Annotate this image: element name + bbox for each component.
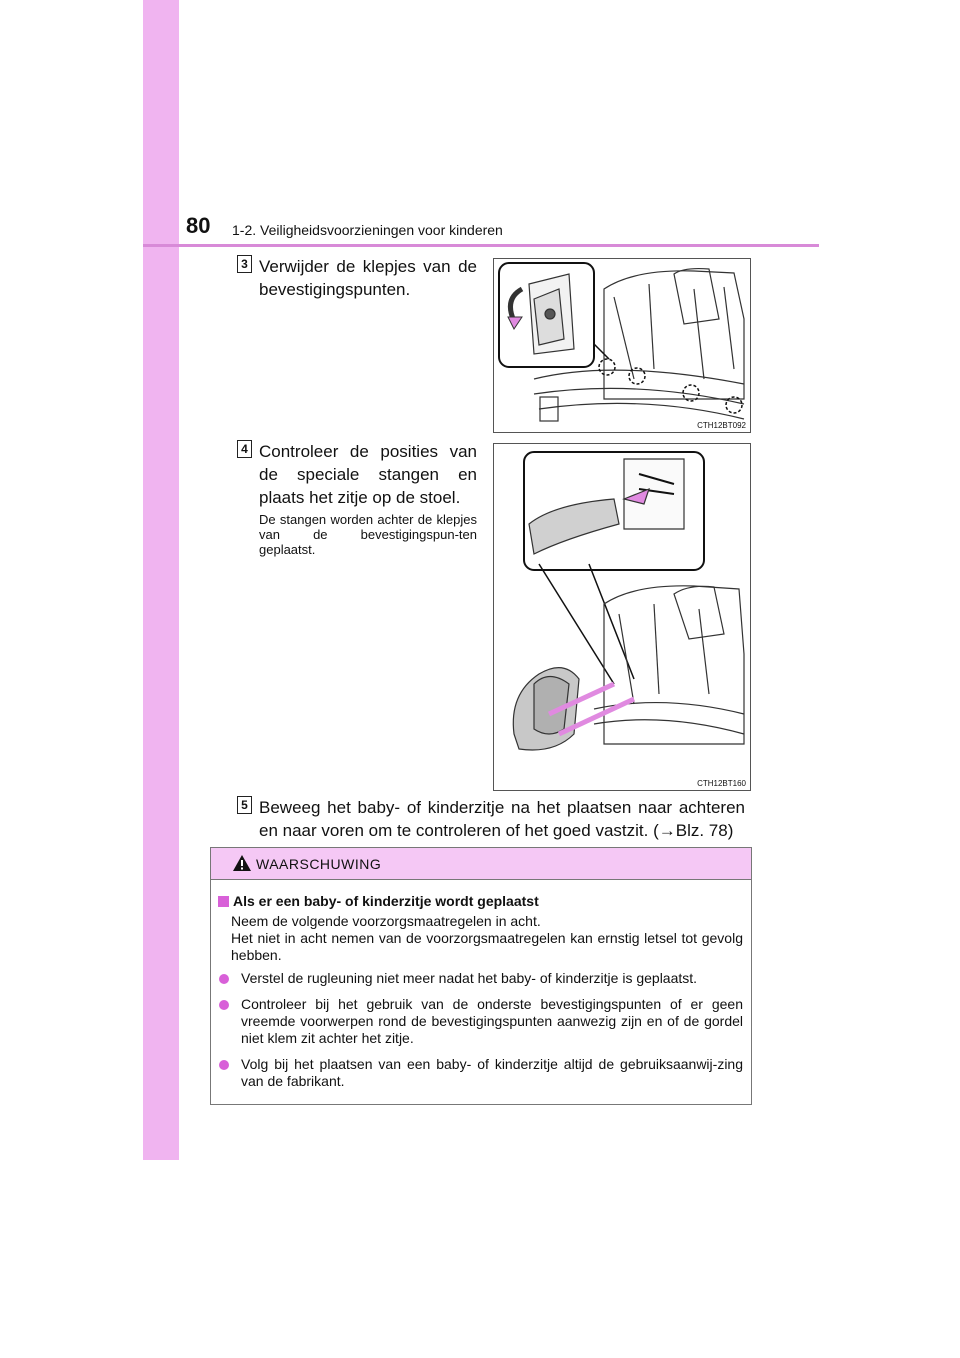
step-number-5: 5 (237, 796, 252, 814)
bullet-icon (219, 974, 229, 984)
step-5-text: Beweeg het baby- of kinderzitje na het p… (259, 798, 745, 840)
warning-header: WAARSCHUWING (211, 848, 751, 880)
figure-code: CTH12BT160 (697, 779, 746, 788)
warning-intro-1: Neem de volgende voorzorgsmaatregelen in… (231, 913, 541, 929)
step-number-4: 4 (237, 440, 252, 458)
step-number-3: 3 (237, 255, 252, 273)
warning-heading-text: Als er een baby- of kinderzitje wordt ge… (233, 893, 539, 909)
warning-bullet-3: Volg bij het plaatsen van een baby- of k… (241, 1056, 743, 1089)
section-title: 1-2. Veiligheidsvoorzieningen voor kinde… (232, 222, 503, 238)
figure-remove-covers: CTH12BT092 (493, 258, 751, 433)
step-3-text: Verwijder de klepjes van de bevestigings… (259, 257, 477, 299)
step-4-note: De stangen worden achter de klepjes van … (259, 512, 477, 557)
figure-place-seat: CTH12BT160 (493, 443, 751, 791)
bullet-icon (219, 1060, 229, 1070)
figure-code: CTH12BT092 (697, 421, 746, 430)
square-bullet-icon (218, 896, 229, 907)
warning-heading: Als er een baby- of kinderzitje wordt ge… (218, 893, 539, 909)
step-4-text: Controleer de posities van de speciale s… (259, 442, 477, 507)
header-divider (143, 244, 819, 247)
page-number: 80 (186, 213, 211, 238)
warning-box: WAARSCHUWING Als er een baby- of kinderz… (210, 847, 752, 1105)
illustration-child-seat-placement (512, 451, 745, 751)
side-margin-bar (143, 0, 179, 1160)
bullet-icon (219, 1000, 229, 1010)
warning-intro-2: Het niet in acht nemen van de voorzorgsm… (231, 930, 743, 963)
illustration-rear-seat-covers (498, 262, 745, 422)
warning-bullet-2: Controleer bij het gebruik van de onders… (241, 996, 743, 1046)
warning-bullet-1: Verstel de rugleuning niet meer nadat he… (241, 970, 698, 986)
warning-title: WAARSCHUWING (256, 856, 382, 872)
warning-triangle-icon (233, 855, 251, 871)
